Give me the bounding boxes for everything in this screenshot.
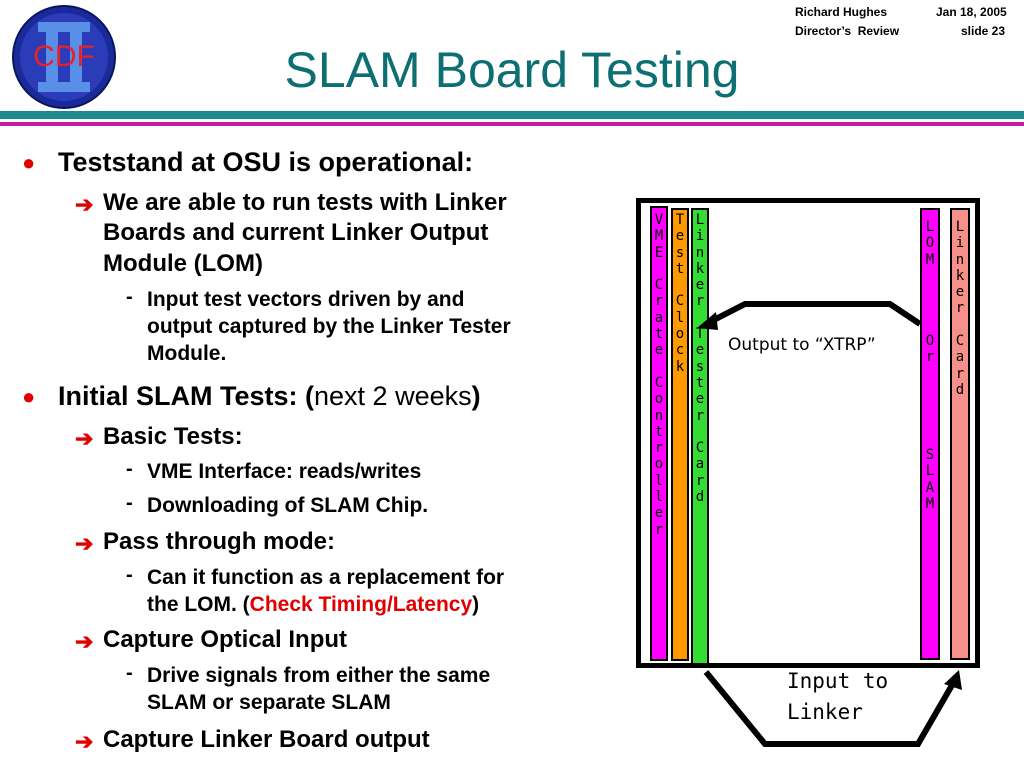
sub-sub-bullet-drive-signals-2: SLAM or separate SLAM (147, 691, 391, 714)
bullet-initial-slam-tests: Initial SLAM Tests: (next 2 weeks) (58, 380, 481, 412)
vme-crate-controller-label: V M E C r a t e C o n t r o l l e r (654, 212, 664, 538)
bullet-close-paren: ) (471, 381, 481, 411)
header-rule-teal (0, 111, 1024, 119)
header-rule-magenta (0, 122, 1024, 126)
arrow-icon: ➔ (75, 531, 94, 556)
page-title: SLAM Board Testing (284, 42, 740, 98)
sub-bullet-linker-tests-2: Boards and current Linker Output (103, 219, 489, 246)
sub-bullet-capture-linker: Capture Linker Board output (103, 726, 430, 753)
lom-or-slam-card (920, 208, 940, 660)
test-clock-card (671, 208, 689, 661)
cdf-logo: CDF (8, 4, 120, 110)
bullet-dot: ● (22, 150, 36, 175)
linker-tester-label: L i n k e r T e s t e r C a r d (695, 212, 705, 506)
test-clock-label: T e s t C l o c k (675, 212, 685, 375)
crate-diagram: V M E C r a t e C o n t r o l l e r T e … (636, 198, 980, 668)
dash-bullet: - (126, 492, 133, 514)
sub-bullet-linker-tests-1: We are able to run tests with Linker (103, 189, 507, 216)
bullet-timeframe: next 2 weeks (314, 381, 472, 411)
slide-number: slide 23 (961, 24, 1006, 38)
sub-bullet-linker-tests-3: Module (LOM) (103, 250, 263, 277)
linker-card (950, 208, 970, 660)
event-name: Director’s Review (795, 24, 900, 38)
dash-bullet: - (126, 458, 133, 480)
sub-sub-bullet-replacement-1: Can it function as a replacement for (147, 566, 505, 589)
sub-sub-bullet-vme-interface: VME Interface: reads/writes (147, 460, 422, 483)
arrow-icon: ➔ (75, 729, 94, 754)
lom-or-slam-label: L O M O r S L A M (925, 219, 935, 513)
sub-sub-bullet-input-vectors-1: Input test vectors driven by and (147, 288, 465, 311)
presenter-name: Richard Hughes (795, 5, 888, 19)
bullet-dot: ● (22, 384, 36, 409)
bullet-initial-slam-tests-label: Initial SLAM Tests: ( (58, 381, 315, 411)
logo-text: CDF (33, 40, 95, 73)
replacement-suffix: ) (472, 593, 480, 616)
sub-sub-bullet-input-vectors-2: output captured by the Linker Tester (147, 315, 511, 338)
sub-sub-bullet-downloading: Downloading of SLAM Chip. (147, 494, 429, 517)
arrow-icon: ➔ (75, 426, 94, 451)
vme-crate-controller-card (650, 206, 668, 661)
sub-bullet-basic-tests: Basic Tests: (103, 423, 243, 450)
presentation-date: Jan 18, 2005 (936, 5, 1007, 19)
arrow-icon: ➔ (75, 192, 94, 217)
sub-sub-bullet-drive-signals-1: Drive signals from either the same (147, 664, 491, 687)
input-arrowhead (944, 670, 962, 690)
sub-sub-bullet-input-vectors-3: Module. (147, 342, 227, 365)
arrow-icon: ➔ (75, 629, 94, 654)
dash-bullet: - (126, 564, 133, 586)
replacement-prefix: the LOM. ( (147, 593, 250, 616)
sub-bullet-pass-through: Pass through mode: (103, 528, 336, 555)
input-to-linker-label-2: Linker (787, 700, 863, 724)
sub-bullet-capture-optical: Capture Optical Input (103, 626, 348, 653)
linker-card-label: L i n k e r C a r d (955, 219, 965, 398)
bullet-teststand: Teststand at OSU is operational: (58, 147, 474, 177)
dash-bullet: - (126, 662, 133, 684)
sub-sub-bullet-replacement-2: the LOM. (Check Timing/Latency) (147, 591, 479, 618)
output-to-xtrp-label: Output to “XTRP” (728, 335, 876, 355)
check-timing-highlight: Check Timing/Latency (249, 593, 473, 616)
dash-bullet: - (126, 286, 133, 308)
input-to-linker-label-1: Input to (787, 669, 889, 693)
